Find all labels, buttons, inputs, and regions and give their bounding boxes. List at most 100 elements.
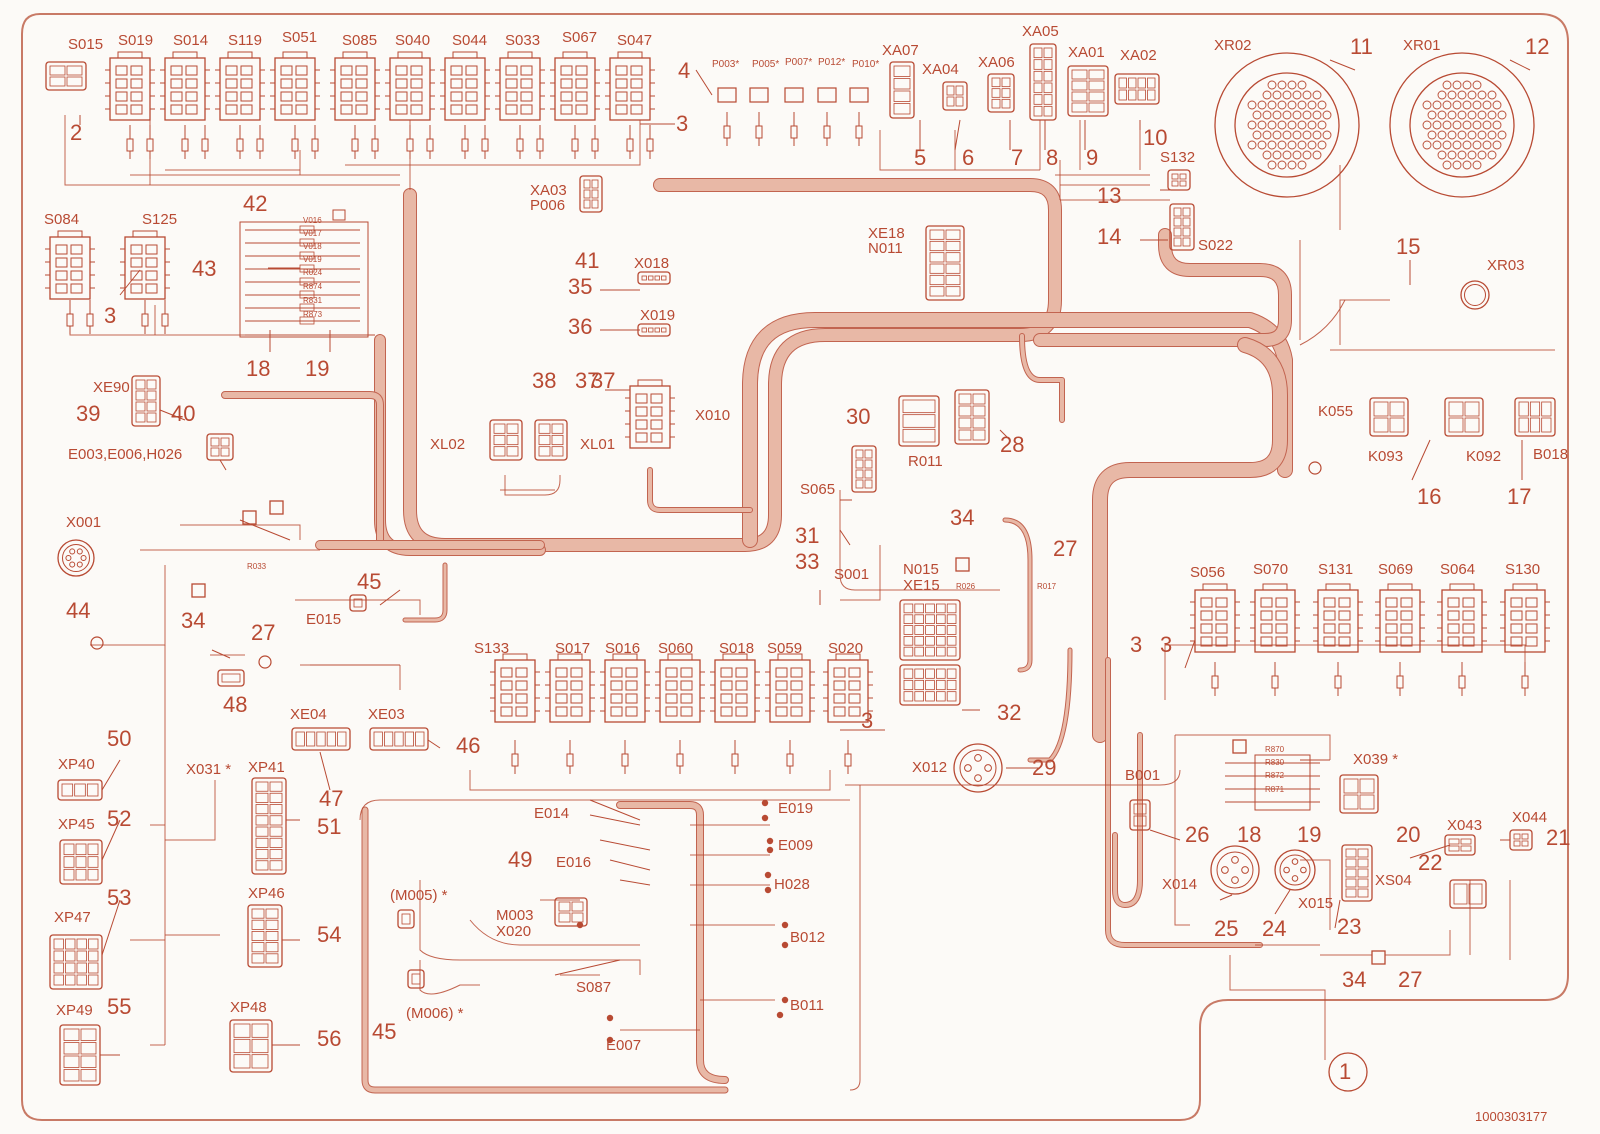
label-right-6: B018 — [1533, 446, 1569, 463]
plug-cell — [1345, 848, 1357, 858]
plug-cell — [220, 447, 230, 457]
relay-cell — [410, 65, 423, 76]
relay-cell — [1215, 623, 1228, 634]
wire-route-23 — [1165, 644, 1526, 685]
plug-cell — [66, 76, 83, 87]
plug-cell — [893, 65, 911, 77]
relay-cell — [1275, 597, 1288, 608]
round-inner — [62, 544, 90, 572]
plug-shell — [57, 779, 103, 801]
plug-cell — [53, 950, 64, 962]
terminal-top-b-0 — [146, 125, 154, 159]
terminal-body — [790, 125, 798, 139]
pin-label-0: P003* — [712, 59, 740, 70]
terminal-top-b-8 — [591, 125, 599, 159]
plug-cell — [936, 679, 946, 691]
plug-cell — [641, 275, 647, 281]
harness-loom-trunk — [617, 802, 728, 1083]
label-xa02: XA02 — [1120, 47, 1157, 64]
relay-cell — [505, 65, 518, 76]
label-center-5: N015 — [903, 561, 939, 578]
relay-cap — [132, 230, 158, 238]
relay-cell — [225, 104, 238, 115]
plug-cell — [135, 390, 146, 401]
round-cavity — [1472, 80, 1482, 90]
terminal-body — [236, 138, 244, 152]
relay-cell — [395, 65, 408, 76]
round-cavity — [1277, 140, 1287, 150]
plug-shell — [49, 934, 103, 990]
relay-cell — [848, 693, 861, 704]
relay-cell — [115, 91, 128, 102]
relay-cell — [355, 78, 368, 89]
relay-cap — [172, 51, 198, 59]
plug-cell — [1001, 98, 1011, 109]
wire-route-39 — [469, 770, 831, 791]
round-cavity — [1477, 90, 1487, 100]
round-inner — [1279, 854, 1311, 886]
relay-cell — [340, 91, 353, 102]
terminal-top-b-5 — [426, 125, 434, 159]
plug-shell — [1029, 43, 1057, 121]
label-s033: S033 — [505, 32, 541, 49]
relay-cap — [227, 51, 253, 59]
label-center-4: S001 — [834, 566, 870, 583]
label-xa06: XA06 — [978, 54, 1015, 71]
plug-cell — [648, 275, 654, 281]
round-cavity — [1297, 120, 1307, 130]
wire-route-37 — [504, 475, 561, 496]
loom-label-7: E019 — [778, 800, 814, 817]
terminal-body — [406, 138, 414, 152]
plug-cell — [251, 931, 265, 942]
label-s085: S085 — [342, 32, 378, 49]
harness-bottom-right — [1106, 658, 1262, 947]
plug-cell — [1043, 47, 1053, 59]
loom-wire-5 — [554, 959, 621, 976]
relay-cell — [610, 667, 623, 678]
relay-cell — [1510, 597, 1523, 608]
plug-cell — [233, 1054, 251, 1069]
relay-cap — [562, 51, 588, 59]
plug-cell — [929, 240, 945, 252]
callout-12: 12 — [1525, 34, 1550, 59]
round-cavity — [1247, 140, 1257, 150]
callout-9: 9 — [1086, 145, 1099, 170]
plug-shell — [131, 375, 161, 427]
marker-square-1 — [269, 500, 284, 515]
connector-x012 — [953, 743, 1003, 793]
relay-top-7 — [495, 51, 545, 121]
relay-cap — [1512, 583, 1538, 591]
plug-cell — [1343, 778, 1359, 794]
round-cavity — [1442, 100, 1452, 110]
round-cavity — [1437, 130, 1447, 140]
pin-housing-3 — [817, 87, 837, 103]
round-cavity — [1462, 140, 1472, 150]
terminal-left-0 — [66, 300, 74, 334]
leader-46 — [159, 409, 186, 421]
relay-cell — [1275, 610, 1288, 621]
plug-cell — [265, 931, 279, 942]
relay-cell — [570, 680, 583, 691]
terminal-center-1 — [566, 740, 574, 774]
connector-m003 — [554, 897, 588, 927]
relay-s084 — [45, 230, 95, 300]
round-pin — [76, 548, 83, 555]
connector-xa03 — [579, 175, 603, 213]
relay-cell — [680, 693, 693, 704]
terminal-body — [1271, 675, 1279, 689]
terminal-top-5 — [406, 125, 414, 159]
plug-shell — [898, 395, 940, 447]
round-cavity — [1497, 110, 1507, 120]
plug-cell — [914, 691, 924, 702]
wire-route-64 — [295, 599, 421, 615]
relay-cell — [280, 104, 293, 115]
round-cavity — [1472, 100, 1482, 110]
plug-cell — [1173, 227, 1182, 237]
relay-cell — [575, 65, 588, 76]
part-label-v018: V018 — [303, 242, 322, 251]
plug-shell — [1449, 879, 1487, 909]
relay-cell — [560, 91, 573, 102]
harness-b001-edge — [1112, 732, 1143, 908]
relay-k092 — [1444, 397, 1484, 437]
loom-dot-8 — [781, 996, 789, 1004]
